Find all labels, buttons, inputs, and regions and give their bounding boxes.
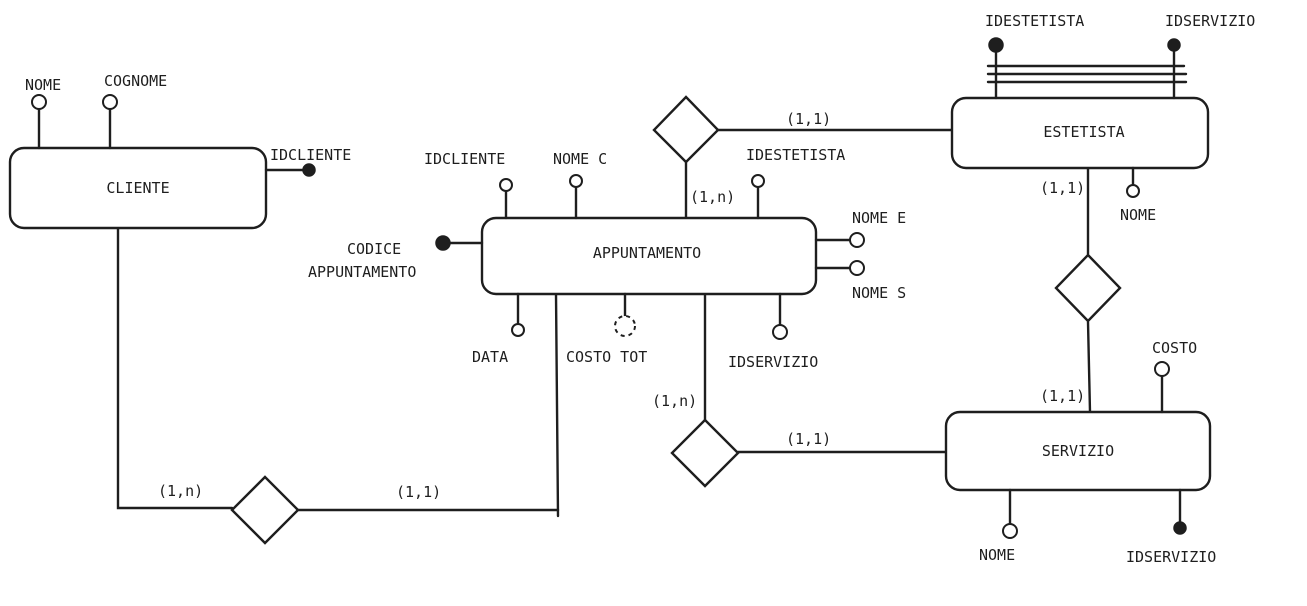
cardinality-label: (1,1) <box>786 430 831 448</box>
attribute-appuntamento-idservizio: IDSERVIZIO <box>728 292 818 371</box>
key-attribute-dot <box>435 235 451 251</box>
entity-estetista-box <box>950 96 1210 170</box>
attribute-appuntamento-idcliente: IDCLIENTE <box>424 150 513 220</box>
attribute-estetista-nome: NOME <box>1120 166 1156 224</box>
attribute-label: NOME S <box>852 284 906 302</box>
estetista-servizio-line-bottom <box>1086 320 1092 414</box>
attribute-label: NOME C <box>553 150 607 168</box>
attribute-servizio-nome: NOME <box>979 488 1018 564</box>
attribute-label: CODICE <box>347 240 401 258</box>
relationship-estetista-servizio <box>1054 253 1122 323</box>
attribute-label: COSTO TOT <box>566 348 647 366</box>
cardinality-label: (1,1) <box>786 110 831 128</box>
entity-servizio: SERVIZIO <box>944 410 1212 492</box>
attribute-circle <box>772 324 788 340</box>
attribute-label: APPUNTAMENTO <box>308 263 416 281</box>
cardinality-label: (1,1) <box>1040 387 1085 405</box>
appuntamento-down-line <box>554 292 560 518</box>
attribute-label: IDSERVIZIO <box>728 353 818 371</box>
attribute-label: NOME <box>25 76 61 94</box>
attribute-label: IDSERVIZIO <box>1126 548 1216 566</box>
attribute-circle <box>511 323 525 337</box>
attribute-appuntamento-data: DATA <box>472 292 525 366</box>
relationship-appuntamento-estetista <box>652 95 720 164</box>
attribute-label: IDCLIENTE <box>424 150 505 168</box>
attribute-label: NOME <box>979 546 1015 564</box>
attribute-label: COSTO <box>1152 339 1197 357</box>
entity-appuntamento: APPUNTAMENTO <box>480 216 818 296</box>
cardinality-label: (1,n) <box>158 482 203 500</box>
attribute-circle <box>849 232 865 248</box>
attribute-servizio-idservizio-key: IDSERVIZIO <box>1126 488 1216 566</box>
entity-cliente: CLIENTE <box>8 146 268 230</box>
attribute-circle <box>31 94 47 110</box>
attribute-servizio-costo: COSTO <box>1152 339 1197 414</box>
attribute-cliente-idcliente-key: IDCLIENTE <box>264 146 351 177</box>
attribute-circle <box>1126 184 1140 198</box>
entity-estetista: ESTETISTA <box>950 96 1210 170</box>
attribute-circle <box>102 94 118 110</box>
entity-appuntamento-label: APPUNTAMENTO <box>593 244 701 262</box>
attribute-circle <box>1002 523 1018 539</box>
attribute-label: IDESTETISTA <box>985 12 1084 30</box>
cliente-relationship-line <box>116 226 234 510</box>
attribute-label: IDESTETISTA <box>746 146 845 164</box>
attribute-label: IDCLIENTE <box>270 146 351 164</box>
attribute-label: NOME E <box>852 209 906 227</box>
derived-attribute-circle <box>614 315 636 337</box>
attribute-circle <box>1154 361 1170 377</box>
relationship-appuntamento-servizio <box>670 418 740 488</box>
entity-appuntamento-box <box>480 216 818 296</box>
key-attribute-dot <box>988 37 1004 53</box>
key-attribute-dot <box>1167 38 1181 52</box>
cardinality-label: (1,1) <box>396 483 441 501</box>
attribute-circle <box>849 260 865 276</box>
estetista-composite-key: IDESTETISTA IDSERVIZIO <box>985 12 1255 100</box>
attribute-appuntamento-nome-e: NOME E <box>814 209 906 248</box>
key-attribute-dot <box>1173 521 1187 535</box>
attribute-appuntamento-codice-key: CODICE APPUNTAMENTO <box>308 235 484 281</box>
attribute-label: DATA <box>472 348 508 366</box>
attribute-label: COGNOME <box>104 72 167 90</box>
cardinality-label: (1,n) <box>652 392 697 410</box>
attribute-appuntamento-idestetista: IDESTETISTA <box>746 146 845 220</box>
attribute-cliente-cognome: COGNOME <box>102 72 167 150</box>
attribute-appuntamento-costo-tot-derived: COSTO TOT <box>566 292 647 366</box>
attribute-cliente-nome: NOME <box>25 76 61 150</box>
cardinality-label: (1,1) <box>1040 179 1085 197</box>
attribute-appuntamento-nome-s: NOME S <box>814 260 906 302</box>
attribute-circle <box>751 174 765 188</box>
attribute-label: IDSERVIZIO <box>1165 12 1255 30</box>
entity-servizio-box <box>944 410 1212 492</box>
attribute-label: NOME <box>1120 206 1156 224</box>
entity-cliente-box <box>8 146 268 230</box>
entity-servizio-label: SERVIZIO <box>1042 442 1114 460</box>
attribute-circle <box>499 178 513 192</box>
entity-estetista-label: ESTETISTA <box>1043 123 1124 141</box>
attribute-circle <box>569 174 583 188</box>
relationship-cliente-appuntamento <box>230 475 300 545</box>
entity-cliente-label: CLIENTE <box>106 179 169 197</box>
attribute-appuntamento-nome-c: NOME C <box>553 150 607 220</box>
cardinality-label: (1,n) <box>690 188 735 206</box>
key-attribute-dot <box>302 163 316 177</box>
